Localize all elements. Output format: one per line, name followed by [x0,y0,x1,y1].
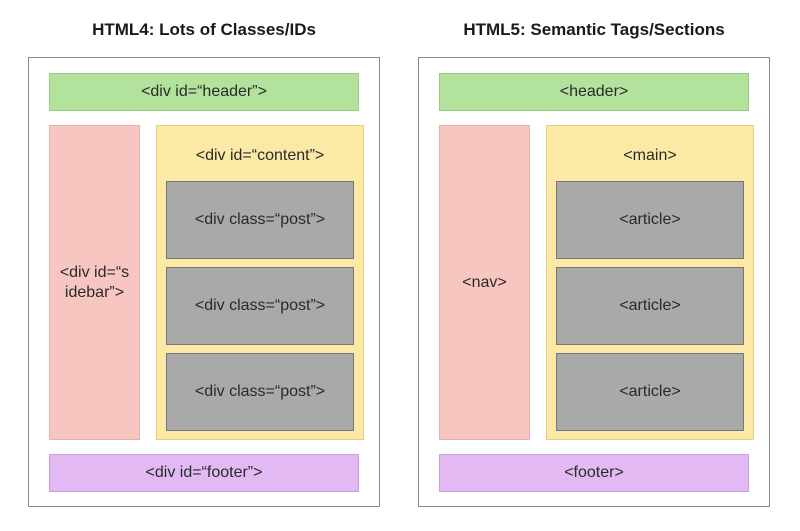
html4-layout-panel: <div id=“header”> <div id=“sidebar”> <di… [28,57,380,507]
html5-header-box: <header> [439,73,749,111]
html4-footer-box: <div id=“footer”> [49,454,359,492]
html5-article-box: <article> [556,267,744,345]
html4-title: HTML4: Lots of Classes/IDs [92,20,316,39]
html4-content-label: <div id=“content”> [195,147,325,164]
html4-sidebar-box: <div id=“sidebar”> [49,125,140,440]
html5-footer-box: <footer> [439,454,749,492]
html5-title: HTML5: Semantic Tags/Sections [463,20,725,39]
html4-sidebar-label: <div id=“sidebar”> [59,263,130,301]
html5-article-box: <article> [556,353,744,431]
html4-post-box: <div class=“post”> [166,267,354,345]
html4-post-box: <div class=“post”> [166,353,354,431]
html4-header-box: <div id=“header”> [49,73,359,111]
html5-nav-box: <nav> [439,125,530,440]
html5-layout-panel: <header> <nav> <main> <article> <article… [418,57,770,507]
html5-article-box: <article> [556,181,744,259]
html5-main-label: <main> [623,147,677,164]
html4-content-box: <div id=“content”> <div class=“post”> <d… [156,125,364,440]
html4-post-box: <div class=“post”> [166,181,354,259]
html5-main-box: <main> <article> <article> <article> [546,125,754,440]
